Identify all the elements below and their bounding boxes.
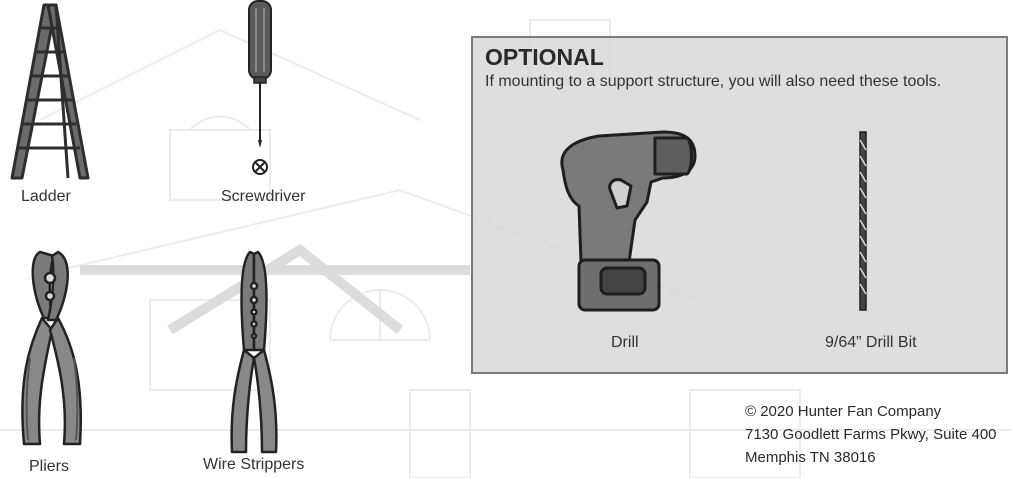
drill-bit-icon [859, 131, 867, 311]
city-text: Memphis TN 38016 [745, 449, 876, 466]
address-text: 7130 Goodlett Farms Pkwy, Suite 400 [745, 426, 997, 443]
optional-title: OPTIONAL [485, 44, 604, 70]
screwdriver-label: Screwdriver [221, 188, 306, 205]
company-footer: © 2020 Hunter Fan Company 7130 Goodlett … [745, 400, 997, 469]
optional-tools-panel: OPTIONAL If mounting to a support struct… [471, 36, 1008, 374]
wire-strippers-icon [230, 250, 278, 454]
wire-strippers-label: Wire Strippers [203, 456, 305, 473]
drill-label: Drill [611, 334, 639, 351]
ladder-icon [10, 3, 90, 180]
copyright-text: © 2020 Hunter Fan Company [745, 403, 942, 420]
screwdriver-icon [248, 0, 272, 175]
pliers-label: Pliers [29, 458, 70, 475]
ladder-label: Ladder [21, 188, 71, 205]
pliers-icon [21, 250, 82, 446]
drill-icon [560, 130, 697, 312]
optional-description: If mounting to a support structure, you … [485, 73, 942, 90]
drill-bit-label: 9/64” Drill Bit [825, 334, 917, 351]
